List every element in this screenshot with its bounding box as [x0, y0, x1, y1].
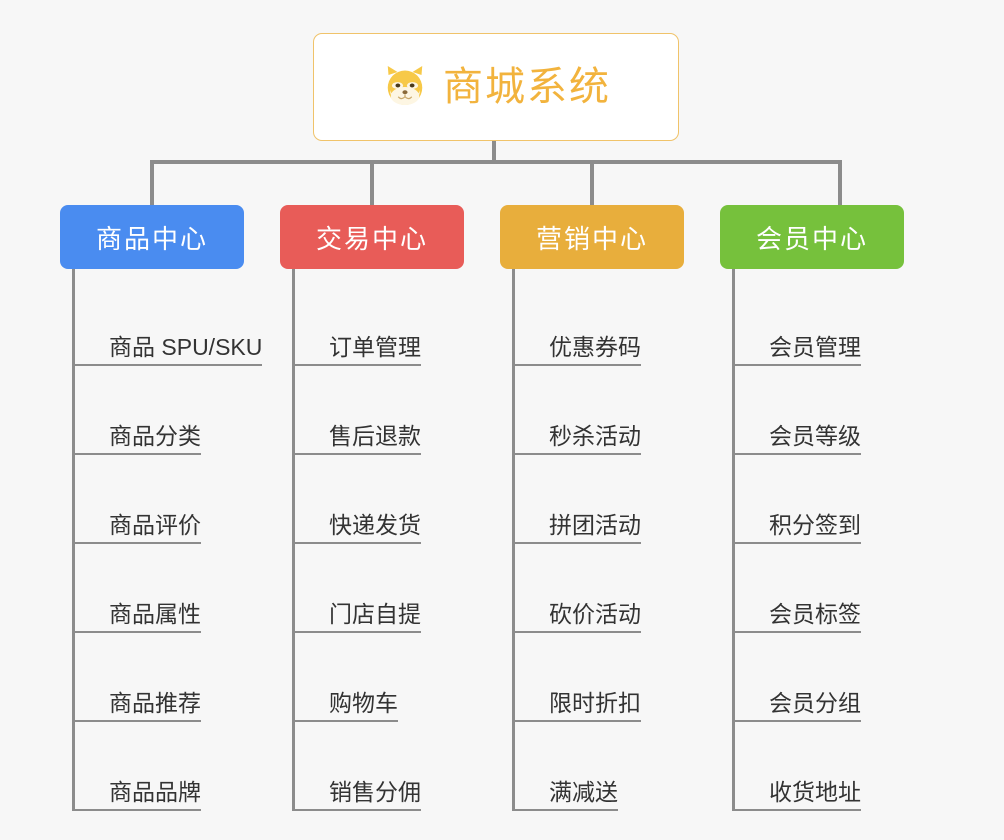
leaf-label: 商品推荐: [75, 690, 201, 723]
leaf-label: 商品分类: [75, 423, 201, 456]
leaf-label: 秒杀活动: [515, 423, 641, 456]
leaf-item[interactable]: 快递发货: [295, 455, 503, 545]
leaf-label: 销售分佣: [295, 779, 421, 812]
leaf-item[interactable]: 优惠券码: [515, 277, 723, 367]
leaf-list-marketing: 优惠券码 秒杀活动 拼团活动 砍价活动 限时折扣 满减送: [512, 269, 723, 812]
leaf-item[interactable]: 销售分佣: [295, 722, 503, 812]
leaf-label: 商品属性: [75, 601, 201, 634]
leaf-item[interactable]: 商品推荐: [75, 633, 283, 723]
leaf-item[interactable]: 拼团活动: [515, 455, 723, 545]
category-column-marketing: 营销中心 优惠券码 秒杀活动 拼团活动 砍价活动 限时折扣 满减送: [500, 205, 723, 812]
leaf-item[interactable]: 会员等级: [735, 366, 943, 456]
leaf-item[interactable]: 收货地址: [735, 722, 943, 812]
leaf-list-trade: 订单管理 售后退款 快递发货 门店自提 购物车 销售分佣: [292, 269, 503, 812]
root-node-mall-system[interactable]: 商城系统: [313, 33, 679, 141]
leaf-label: 满减送: [515, 779, 618, 812]
category-column-member: 会员中心 会员管理 会员等级 积分签到 会员标签 会员分组 收货地址: [720, 205, 943, 812]
leaf-item[interactable]: 积分签到: [735, 455, 943, 545]
leaf-label: 订单管理: [295, 334, 421, 367]
shiba-dog-face-icon: [381, 63, 429, 111]
category-column-product: 商品中心 商品 SPU/SKU 商品分类 商品评价 商品属性 商品推荐 商品品牌: [60, 205, 283, 812]
leaf-list-member: 会员管理 会员等级 积分签到 会员标签 会员分组 收货地址: [732, 269, 943, 812]
leaf-label: 快递发货: [295, 512, 421, 545]
leaf-item[interactable]: 商品分类: [75, 366, 283, 456]
leaf-item[interactable]: 门店自提: [295, 544, 503, 634]
leaf-label: 购物车: [295, 690, 398, 723]
connector-root-stem: [492, 141, 496, 163]
leaf-label: 门店自提: [295, 601, 421, 634]
category-header-member[interactable]: 会员中心: [720, 205, 904, 269]
leaf-label: 会员标签: [735, 601, 861, 634]
category-header-product[interactable]: 商品中心: [60, 205, 244, 269]
connector-drop-3: [590, 160, 594, 205]
connector-drop-1: [150, 160, 154, 205]
leaf-label: 商品 SPU/SKU: [74, 334, 263, 367]
leaf-label: 拼团活动: [515, 512, 641, 545]
leaf-item[interactable]: 商品属性: [75, 544, 283, 634]
leaf-list-product: 商品 SPU/SKU 商品分类 商品评价 商品属性 商品推荐 商品品牌: [72, 269, 283, 812]
leaf-item[interactable]: 砍价活动: [515, 544, 723, 634]
leaf-label: 会员分组: [735, 690, 861, 723]
leaf-label: 会员管理: [735, 334, 861, 367]
leaf-label: 会员等级: [735, 423, 861, 456]
leaf-item[interactable]: 商品评价: [75, 455, 283, 545]
category-column-trade: 交易中心 订单管理 售后退款 快递发货 门店自提 购物车 销售分佣: [280, 205, 503, 812]
leaf-label: 售后退款: [295, 423, 421, 456]
leaf-label: 限时折扣: [515, 690, 641, 723]
leaf-item[interactable]: 限时折扣: [515, 633, 723, 723]
leaf-label: 积分签到: [735, 512, 861, 545]
leaf-item[interactable]: 会员标签: [735, 544, 943, 634]
connector-horizontal-bus: [150, 160, 842, 164]
leaf-item[interactable]: 订单管理: [295, 277, 503, 367]
category-header-trade[interactable]: 交易中心: [280, 205, 464, 269]
leaf-label: 优惠券码: [515, 334, 641, 367]
leaf-item[interactable]: 购物车: [295, 633, 503, 723]
leaf-item[interactable]: 会员管理: [735, 277, 943, 367]
category-header-marketing[interactable]: 营销中心: [500, 205, 684, 269]
root-title: 商城系统: [443, 65, 611, 109]
leaf-label: 商品品牌: [75, 779, 201, 812]
leaf-label: 砍价活动: [515, 601, 641, 634]
leaf-label: 收货地址: [735, 779, 861, 812]
leaf-item[interactable]: 满减送: [515, 722, 723, 812]
leaf-item[interactable]: 会员分组: [735, 633, 943, 723]
leaf-item[interactable]: 秒杀活动: [515, 366, 723, 456]
leaf-item[interactable]: 商品品牌: [75, 722, 283, 812]
connector-drop-4: [838, 160, 842, 205]
leaf-item[interactable]: 售后退款: [295, 366, 503, 456]
leaf-label: 商品评价: [75, 512, 201, 545]
leaf-item[interactable]: 商品 SPU/SKU: [74, 277, 283, 367]
connector-drop-2: [370, 160, 374, 205]
